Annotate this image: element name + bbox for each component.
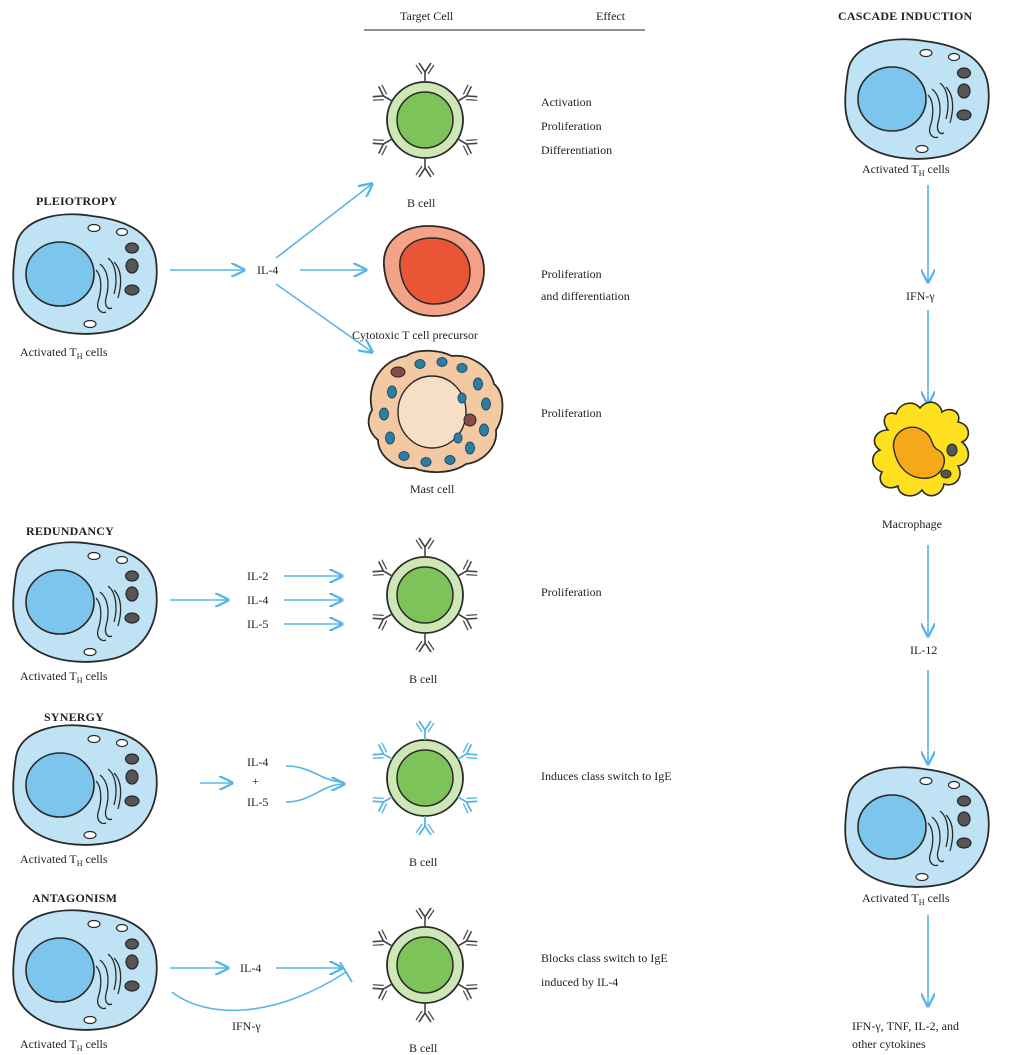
header-target-cell: Target Cell [400, 9, 454, 23]
cascade-title: CASCADE INDUCTION [838, 9, 973, 23]
section-pleiotropy: PLEIOTROPY [36, 194, 117, 208]
th-cell-antagonism [12, 909, 158, 1031]
th-cell-synergy [12, 724, 158, 846]
cascade-final-2: other cytokines [852, 1037, 926, 1051]
redundancy-cytokine-1: IL-2 [247, 569, 268, 583]
macrophage [871, 401, 970, 497]
cascade-step-1: IFN-γ [906, 289, 935, 303]
cascade-th-label-top: Activated TH cells [862, 162, 950, 178]
b-cell-antagonism [371, 908, 479, 1022]
arrow-synergy-merge [285, 765, 344, 803]
redundancy-effect: Proliferation [541, 585, 602, 599]
antagonism-b-cell-label: B cell [409, 1041, 438, 1055]
b-cell-pleiotropy [371, 63, 479, 177]
cascade-step-2: IL-12 [910, 643, 937, 657]
pleio-ct-effect-2: and differentiation [541, 289, 630, 303]
th-label-synergy: Activated TH cells [20, 852, 108, 868]
synergy-cytokine-1: IL-4 [247, 755, 268, 769]
redundancy-b-cell-label: B cell [409, 672, 438, 686]
pleio-b-cell-label: B cell [407, 196, 436, 210]
th-cell-cascade-top [844, 38, 990, 160]
pleio-b-effect-2: Proliferation [541, 119, 602, 133]
synergy-cytokine-2: IL-5 [247, 795, 268, 809]
synergy-effect: Induces class switch to IgE [541, 769, 672, 783]
inhibition-ifn-gamma [171, 971, 347, 1012]
antagonism-effect-2: induced by IL-4 [541, 975, 618, 989]
cascade-final-1: IFN-γ, TNF, IL-2, and [852, 1019, 959, 1033]
mast-cell [367, 349, 504, 473]
cytotoxic-t-cell [383, 225, 485, 317]
section-redundancy: REDUNDANCY [26, 524, 114, 538]
th-cell-pleiotropy [12, 213, 158, 335]
header-effect: Effect [596, 9, 626, 23]
pleio-ct-effect-1: Proliferation [541, 267, 602, 281]
arrow-il4-to-bcell [275, 184, 372, 259]
b-cell-synergy [371, 721, 479, 835]
pleio-ct-label: Cytotoxic T cell precursor [352, 328, 478, 342]
th-cell-redundancy [12, 541, 158, 663]
arrow-il4-to-mast [275, 283, 372, 352]
redundancy-cytokine-2: IL-4 [247, 593, 268, 607]
antagonism-cytokine-top: IL-4 [240, 961, 261, 975]
pleio-b-effect-3: Differentiation [541, 143, 612, 157]
pleio-mast-effect: Proliferation [541, 406, 602, 420]
section-antagonism: ANTAGONISM [32, 891, 117, 905]
cascade-macrophage-label: Macrophage [882, 517, 942, 531]
pleio-cytokine: IL-4 [257, 263, 278, 277]
inhibition-bar [339, 961, 353, 983]
th-cell-cascade-bottom [844, 766, 990, 888]
th-label-antagonism: Activated TH cells [20, 1037, 108, 1053]
th-label-redundancy: Activated TH cells [20, 669, 108, 685]
b-cell-redundancy [371, 538, 479, 652]
cascade-th-label-bottom: Activated TH cells [862, 891, 950, 907]
synergy-b-cell-label: B cell [409, 855, 438, 869]
synergy-plus: + [252, 774, 259, 788]
antagonism-cytokine-bottom: IFN-γ [232, 1019, 261, 1033]
section-synergy: SYNERGY [44, 710, 104, 724]
th-label-pleiotropy: Activated TH cells [20, 345, 108, 361]
pleio-mast-label: Mast cell [410, 482, 455, 496]
redundancy-cytokine-3: IL-5 [247, 617, 268, 631]
antagonism-effect-1: Blocks class switch to IgE [541, 951, 668, 965]
pleio-b-effect-1: Activation [541, 95, 592, 109]
